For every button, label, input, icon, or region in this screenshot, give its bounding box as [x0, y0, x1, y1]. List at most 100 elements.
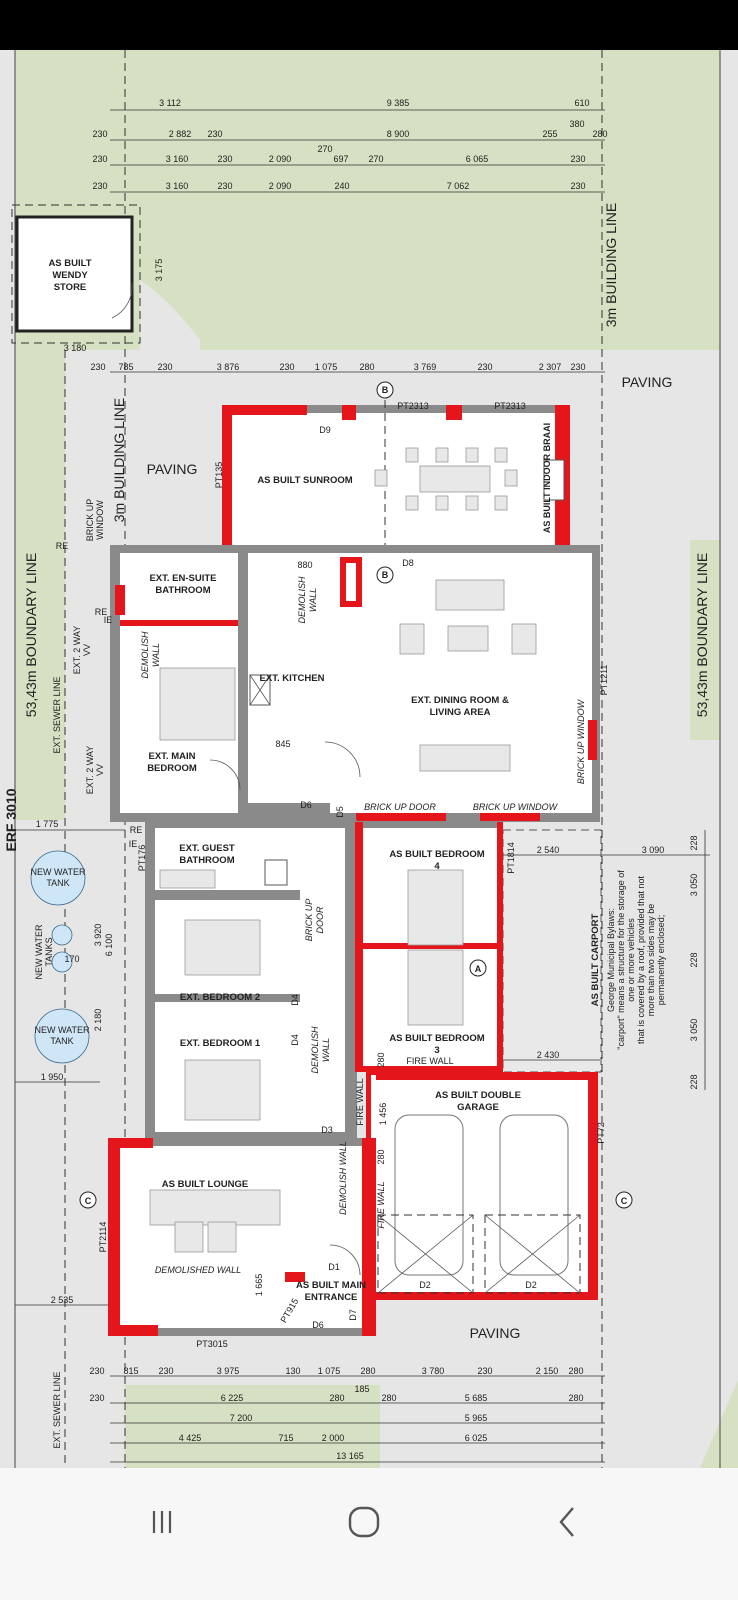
dim: 270 — [317, 144, 332, 154]
back-button[interactable] — [538, 1492, 598, 1552]
plan-label: 4 — [434, 861, 440, 872]
garden-left-strip — [15, 350, 65, 820]
plan-label: D1 — [328, 1262, 340, 1272]
android-navigation-bar — [0, 1468, 738, 1600]
plan-label: D5 — [335, 806, 345, 818]
as-built-bedrooms: AS BUILT BEDROOM 4 AS BUILT BEDROOM 3 FI… — [355, 822, 516, 1126]
plan-label: ENTRANCE — [305, 1292, 358, 1303]
erf-label: ERF 3010 — [3, 788, 19, 851]
plan-label: D6 — [300, 800, 312, 810]
plan-label: PT3015 — [196, 1339, 228, 1349]
dim: 230 — [92, 154, 107, 164]
plan-label: WINDOW — [95, 500, 105, 540]
plan-label: D7 — [348, 1309, 358, 1321]
plan-label: WENDY — [52, 270, 88, 281]
plan-label: 6 100 — [104, 934, 114, 957]
plan-label: IE — [104, 615, 113, 625]
plan-label: PT1814 — [506, 842, 516, 874]
plan-label: EXT. MAIN — [149, 751, 196, 762]
plan-label: 280 — [568, 1393, 583, 1403]
plan-label: D4 — [290, 994, 300, 1006]
plan-label: EXT. GUEST — [179, 843, 235, 854]
plan-label: D2 — [419, 1280, 431, 1290]
plan-label: D3 — [321, 1125, 333, 1135]
plan-label: WALL — [151, 643, 161, 667]
plan-label: FIRE WALL — [355, 1078, 365, 1125]
plan-label: 170 — [64, 954, 79, 964]
plan-label: PT2313 — [494, 401, 526, 411]
plan-label: 3 876 — [217, 362, 240, 372]
dim: 280 — [592, 129, 607, 139]
plan-label: 1 775 — [36, 819, 59, 829]
plan-label: AS BUILT — [48, 258, 91, 269]
plan-label: 3 175 — [154, 259, 164, 282]
dim: 230 — [570, 181, 585, 191]
plan-label: 2 535 — [51, 1295, 74, 1305]
plan-label: 13 165 — [336, 1451, 364, 1461]
plan-label: BATHROOM — [155, 585, 210, 596]
plan-label: TANKS — [44, 937, 54, 966]
plan-label: 880 — [297, 560, 312, 570]
plan-label: 2 307 — [539, 362, 562, 372]
garden-right-top — [600, 50, 720, 350]
sunroom-dimensions: 230 785 230 3 876 230 1 075 280 3 769 23… — [90, 362, 605, 373]
plan-label: A — [475, 964, 482, 974]
plan-label: 5 685 — [465, 1393, 488, 1403]
plan-label: GARAGE — [457, 1102, 499, 1113]
plan-label: DEMOLISHED WALL — [155, 1265, 241, 1275]
double-garage: AS BUILT DOUBLE GARAGE PT72 280 FIRE WAL… — [366, 1072, 606, 1300]
plan-label: 230 — [279, 362, 294, 372]
plan-label: 230 — [89, 1393, 104, 1403]
plan-label: 3 920 — [93, 924, 103, 947]
plan-label: 3 780 — [422, 1366, 445, 1376]
plan-label: EXT. 2 WAY — [85, 746, 95, 795]
dim: 2 090 — [269, 181, 292, 191]
plan-label: DOOR — [315, 906, 325, 934]
plan-label: RE — [56, 541, 69, 551]
dim: 240 — [334, 181, 349, 191]
plan-label: AS BUILT BEDROOM — [389, 849, 484, 860]
dim: 380 — [569, 119, 584, 129]
dim: 230 — [217, 154, 232, 164]
section-markers: B B A C C — [79, 381, 633, 1209]
plan-label: 3 050 — [689, 1019, 699, 1042]
plan-label: 1 075 — [318, 1366, 341, 1376]
plan-label: BRICK UP WINDOW — [576, 698, 586, 784]
dim: 255 — [542, 129, 557, 139]
plan-label: DEMOLISH WALL — [338, 1141, 348, 1215]
plan-label: permanently enclosed; — [656, 915, 666, 1006]
plan-label: one or more vehicles — [626, 918, 636, 1002]
plan-label: AS BUILT INDOOR BRAAI — [542, 423, 552, 533]
plan-label: PT176 — [137, 845, 147, 872]
dim: 230 — [207, 129, 222, 139]
plan-label: 230 — [89, 1366, 104, 1376]
dim: 270 — [368, 154, 383, 164]
plan-label: EXT. BEDROOM 2 — [180, 992, 260, 1003]
plan-label: VV — [82, 644, 92, 656]
recent-apps-button[interactable] — [132, 1492, 192, 1552]
building-line-label: 3m BUILDING LINE — [603, 203, 619, 327]
plan-label: 230 — [158, 1366, 173, 1376]
plan-label: 280 — [381, 1393, 396, 1403]
floor-plan-drawing[interactable]: 3 112 9 385 610 230 2 882 230 8 900 380 … — [0, 0, 738, 1468]
status-bar — [0, 0, 738, 50]
dim: 9 385 — [387, 98, 410, 108]
plan-label: George Municipal Bylaws: — [606, 908, 616, 1012]
carport: 2 540 3 090 228 3 050 228 3 050 228 2 43… — [502, 553, 710, 1090]
bedroom-wing: EXT. GUEST BATHROOM EXT. BEDROOM 2 EXT. … — [145, 806, 369, 1140]
plan-label: NEW WATER — [31, 867, 86, 877]
plan-label: BATHROOM — [179, 855, 234, 866]
plan-label: WALL — [308, 588, 318, 612]
dim: 7 062 — [447, 181, 470, 191]
plan-label: 1 075 — [315, 362, 338, 372]
garden-front — [125, 1385, 380, 1468]
plan-label: STORE — [54, 282, 87, 293]
top-dimensions: 3 112 9 385 610 230 2 882 230 8 900 380 … — [92, 98, 608, 193]
plan-label: PT1211 — [599, 665, 609, 696]
dim: 230 — [92, 129, 107, 139]
home-button[interactable] — [334, 1492, 394, 1552]
plan-label: EXT. SEWER LINE — [52, 676, 62, 753]
plan-label: 1 950 — [41, 1072, 64, 1082]
plan-label: 2 000 — [322, 1433, 345, 1443]
dim: 3 112 — [159, 98, 181, 108]
